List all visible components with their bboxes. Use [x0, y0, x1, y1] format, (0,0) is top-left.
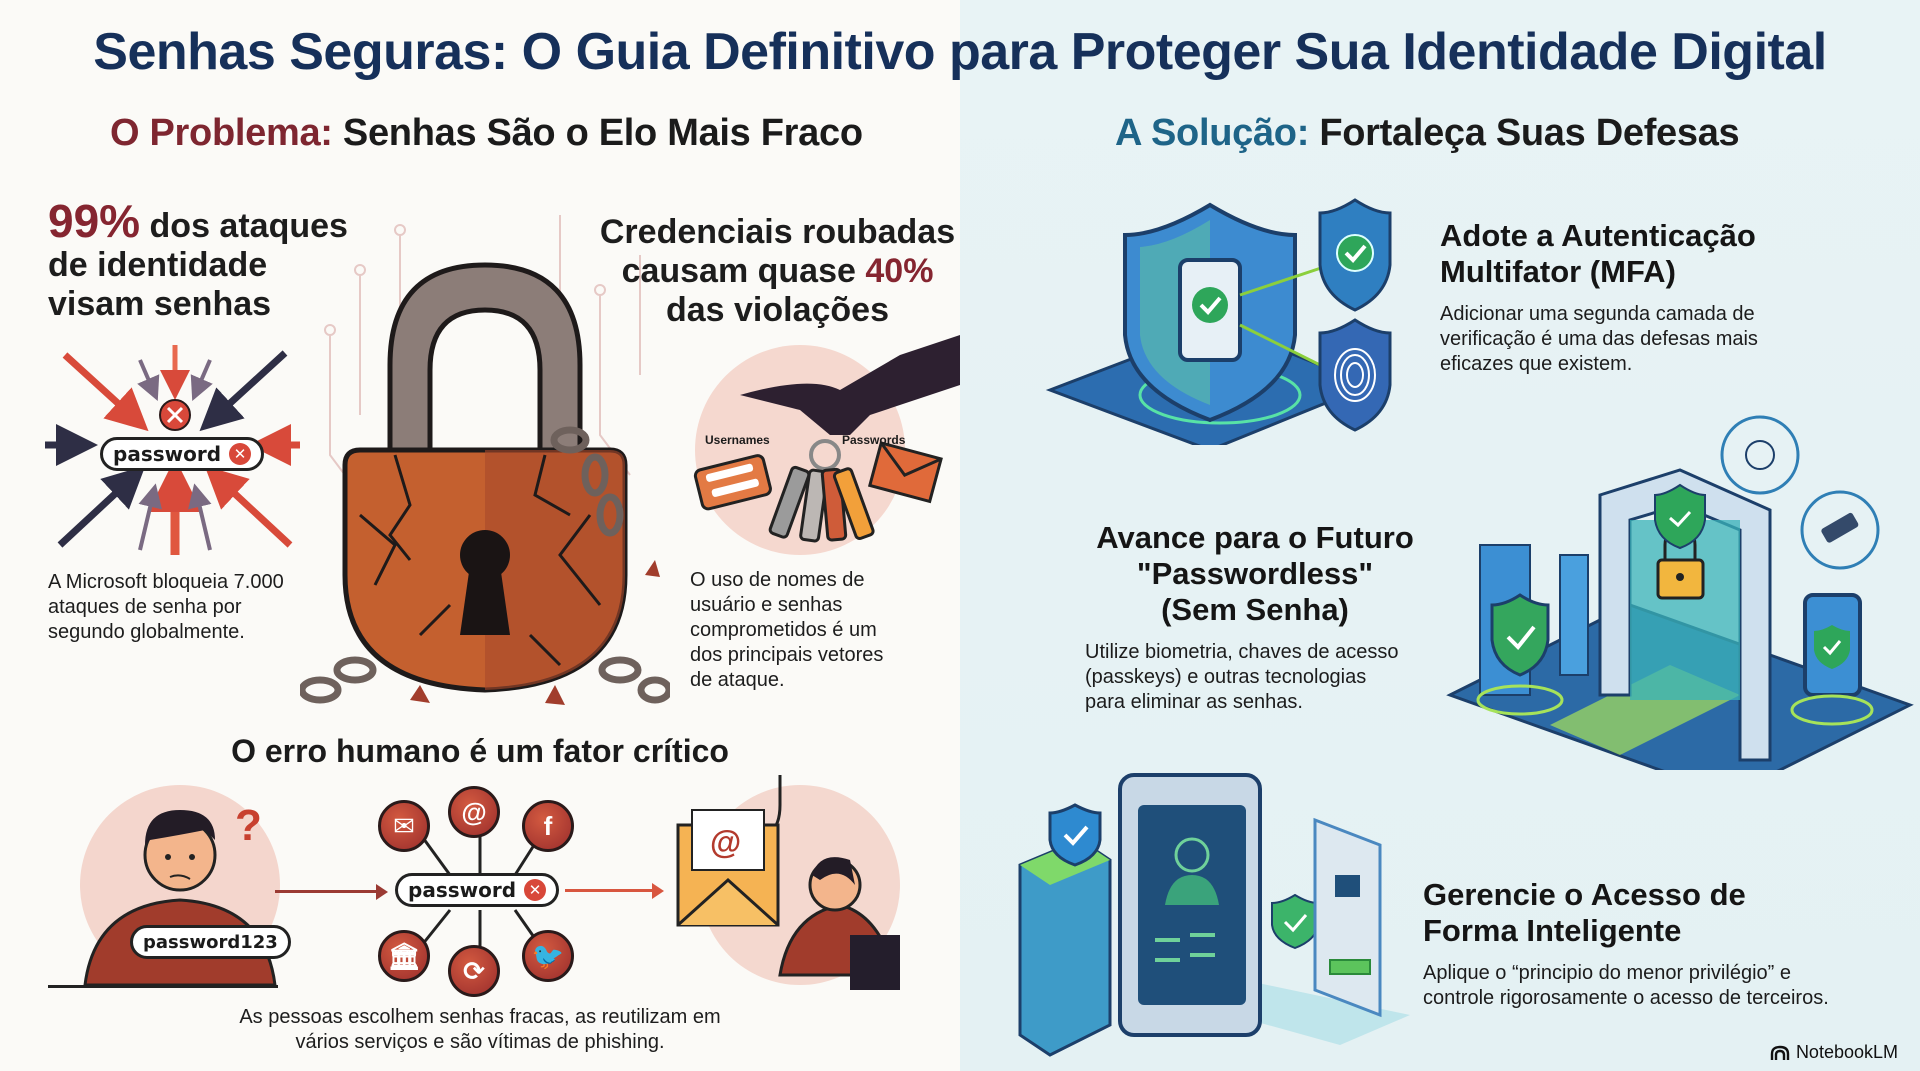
mfa-heading-line: Adote a Autenticação — [1440, 218, 1756, 253]
stat-40-heading-line: Credenciais roubadas — [599, 213, 956, 251]
reused-password-text: password — [408, 878, 517, 902]
human-error-title: O erro humano é um fator crítico — [231, 733, 729, 769]
stat-40-description-line: dos principais vetores — [690, 644, 884, 666]
stat-99-value: 99% — [48, 195, 141, 247]
mfa-description-line: eficazes que existem. — [1440, 353, 1633, 375]
flow-arrow-2 — [565, 889, 655, 892]
passwords-label: Passwords — [842, 433, 906, 447]
stat-40-value: 40% — [865, 252, 934, 290]
page-title: Senhas Seguras: O Guia Definitivo para P… — [93, 23, 1827, 81]
problem-label: O Problema: — [110, 112, 333, 154]
human-error-description-line: vários serviços e são vítimas de phishin… — [295, 1031, 665, 1053]
mfa-shield-illustration-icon — [1045, 198, 1392, 445]
stat-99-description-line: A Microsoft bloqueia 7.000 — [48, 571, 284, 593]
stat-99-description-line: ataques de senha por — [48, 596, 242, 618]
access-description-line: controle rigorosamente o acesso de terce… — [1423, 987, 1829, 1009]
sync-icon: ⟳ — [448, 945, 500, 997]
passwordless-description: Utilize biometria, chaves de acesso (pas… — [1060, 640, 1450, 715]
notebooklm-label: NotebookLM — [1795, 1042, 1898, 1062]
stat-40-heading-line: das violações — [665, 291, 889, 329]
stat-40-description: O uso de nomes de usuário e senhas compr… — [690, 568, 950, 693]
access-description: Aplique o “principio do menor privilégio… — [1423, 961, 1913, 1011]
access-heading: Gerencie o Acesso de Forma Inteligente — [1423, 877, 1913, 949]
facebook-icon: f — [522, 800, 574, 852]
stat-40-description-line: de ataque. — [690, 669, 785, 691]
problem-title: Senhas São o Elo Mais Fraco — [342, 112, 863, 154]
flow-arrow-1-head — [376, 884, 388, 900]
mfa-description: Adicionar uma segunda camada de verifica… — [1440, 302, 1840, 377]
solution-section-title: A Solução: Fortaleça Suas Defesas — [1115, 112, 1740, 155]
mfa-heading-line: Multifator (MFA) — [1440, 254, 1676, 289]
at-sign-icon: @ — [448, 786, 500, 838]
password-field-text: password — [113, 442, 222, 466]
passwordless-description-line: para eliminar as senhas. — [1085, 691, 1303, 713]
stat-40-description-line: usuário e senhas — [690, 594, 843, 616]
problem-section-title: O Problema: Senhas São o Elo Mais Fraco — [110, 112, 863, 155]
svg-text:?: ? — [235, 801, 262, 850]
mfa-heading: Adote a Autenticação Multifator (MFA) — [1440, 218, 1840, 290]
stat-40-heading: Credenciais roubadas causam quase 40% da… — [590, 213, 965, 330]
access-heading-line: Gerencie o Acesso de — [1423, 877, 1746, 912]
stat-99-block: 99% dos ataques de identidade visam senh… — [48, 198, 388, 324]
stat-99-heading-part: de identidade — [48, 246, 268, 284]
phishing-email-icon: @ — [676, 775, 900, 990]
access-description-line: Aplique o “principio do menor privilégio… — [1423, 962, 1791, 984]
broken-padlock-icon — [300, 215, 670, 705]
stolen-keys-icon — [693, 335, 960, 555]
mfa-description-line: verificação é uma das defesas mais — [1440, 328, 1758, 350]
stat-99-heading-part: dos ataques — [149, 207, 348, 245]
passwordless-gateway-illustration-icon — [1446, 415, 1914, 770]
stat-99-description-line: segundo globalmente. — [48, 621, 245, 643]
passwordless-heading-line: (Sem Senha) — [1161, 592, 1349, 627]
passwordless-description-line: (passkeys) e outras tecnologias — [1085, 666, 1367, 688]
flow-arrow-1 — [275, 890, 380, 893]
mail-icon: ✉ — [378, 800, 430, 852]
passwordless-heading: Avance para o Futuro "Passwordless" (Sem… — [1060, 520, 1450, 628]
error-x-icon: ✕ — [524, 879, 547, 901]
password-field-attacked: password ✕ — [100, 437, 265, 471]
stat-40-description-line: O uso de nomes de — [690, 569, 865, 591]
flow-arrow-2-head — [652, 883, 664, 899]
error-x-icon: ✕ — [229, 443, 252, 465]
notebooklm-brand: NotebookLM — [1770, 1042, 1898, 1063]
stat-99-description: A Microsoft bloqueia 7.000 ataques de se… — [48, 570, 338, 645]
weak-password-field: password123 — [130, 925, 291, 959]
stat-40-description-line: comprometidos é um — [690, 619, 877, 641]
bank-icon: 🏛 — [378, 930, 430, 982]
attack-arrows-icon — [45, 345, 300, 555]
access-block: Gerencie o Acesso de Forma Inteligente A… — [1423, 877, 1913, 1011]
access-heading-line: Forma Inteligente — [1423, 913, 1682, 948]
stat-99-heading-part: visam senhas — [48, 285, 272, 323]
human-error-description-line: As pessoas escolhem senhas fracas, as re… — [239, 1006, 721, 1028]
svg-text:@: @ — [710, 824, 741, 860]
mfa-block: Adote a Autenticação Multifator (MFA) Ad… — [1440, 218, 1840, 377]
solution-label: A Solução: — [1115, 112, 1310, 154]
mfa-description-line: Adicionar uma segunda camada de — [1440, 303, 1755, 325]
usernames-label: Usernames — [705, 433, 770, 447]
passwordless-description-line: Utilize biometria, chaves de acesso — [1085, 641, 1399, 663]
stat-99-heading: 99% dos ataques de identidade visam senh… — [48, 198, 388, 324]
human-error-description: As pessoas escolhem senhas fracas, as re… — [0, 1005, 960, 1055]
weak-password-text: password123 — [143, 931, 278, 953]
desk-line — [48, 985, 278, 988]
notebooklm-logo-icon — [1770, 1045, 1790, 1060]
passwordless-heading-line: "Passwordless" — [1136, 556, 1374, 591]
passwordless-block: Avance para o Futuro "Passwordless" (Sem… — [1060, 520, 1450, 715]
stat-40-heading-line: causam quase 40% — [590, 252, 965, 291]
passwordless-heading-line: Avance para o Futuro — [1096, 520, 1414, 555]
stat-40-heading-part: causam quase — [621, 252, 856, 290]
twitter-icon: 🐦 — [522, 930, 574, 982]
access-management-illustration-icon — [1018, 773, 1410, 1057]
solution-title: Fortaleça Suas Defesas — [1319, 112, 1740, 154]
reused-password-field: password ✕ — [395, 873, 560, 907]
